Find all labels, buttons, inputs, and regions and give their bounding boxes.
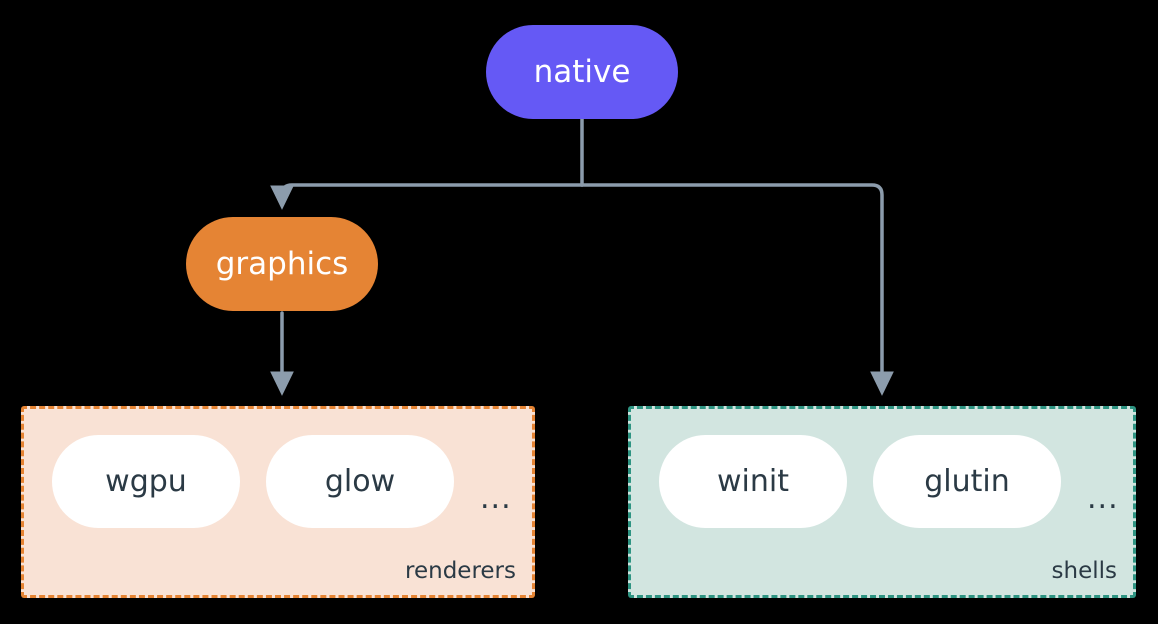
node-winit[interactable]: winit — [659, 435, 847, 528]
group-shells-label: shells — [1051, 558, 1117, 584]
edge-native-to-graphics — [270, 183, 584, 210]
node-glow-label: glow — [324, 463, 396, 499]
group-shells: winit glutin ... shells — [628, 406, 1136, 598]
shells-overflow-ellipsis: ... — [1087, 481, 1119, 516]
node-glutin-label: glutin — [924, 463, 1010, 499]
renderers-overflow-ellipsis: ... — [480, 481, 512, 516]
group-renderers: wgpu glow ... renderers — [21, 406, 535, 598]
node-native-label: native — [533, 53, 631, 90]
node-glow[interactable]: glow — [266, 435, 454, 528]
node-wgpu[interactable]: wgpu — [52, 435, 240, 528]
node-native[interactable]: native — [486, 25, 678, 119]
node-graphics[interactable]: graphics — [186, 217, 378, 311]
edge-native-to-shells — [580, 183, 894, 396]
group-shells-items: winit glutin ... — [659, 435, 1119, 528]
node-wgpu-label: wgpu — [105, 463, 187, 499]
node-winit-label: winit — [717, 463, 789, 499]
group-renderers-items: wgpu glow ... — [52, 435, 512, 528]
node-graphics-label: graphics — [215, 245, 349, 282]
group-renderers-label: renderers — [405, 558, 516, 584]
node-glutin[interactable]: glutin — [873, 435, 1061, 528]
